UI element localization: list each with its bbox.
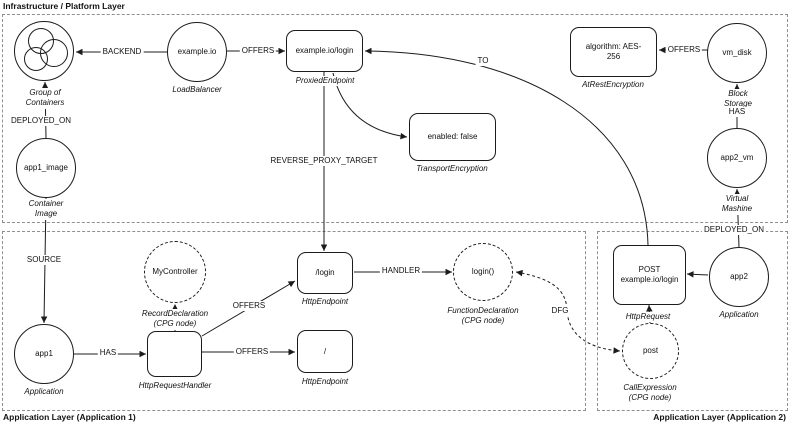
edge-label-has-handler: HAS (97, 348, 119, 358)
type-label-application1: Application (23, 387, 65, 398)
edge-label-backend: BACKEND (100, 47, 144, 57)
node-root-endpoint: / (297, 330, 353, 373)
edge-label-offers-disk: OFFERS (665, 45, 703, 55)
edge-label-to: TO (475, 56, 491, 66)
edge-dfg (515, 269, 621, 354)
type-label-virtual-machine: Virtual Mashine (720, 194, 754, 215)
type-label-application2: Application (718, 310, 760, 321)
layer-title-application1: Application Layer (Application 1) (1, 412, 138, 422)
edge-label-dfg: DFG (549, 306, 571, 316)
edge-label-offers-login: OFFERS (230, 301, 268, 311)
edge-label-handler: HANDLER (379, 266, 423, 276)
type-label-call-expression: CallExpression (CPG node) (622, 383, 678, 404)
edge-label-deployed-on-containers: DEPLOYED_ON (8, 116, 74, 126)
container-icon-3 (24, 47, 48, 71)
type-label-group-of-containers: Group of Containers (24, 88, 66, 109)
edge-label-offers-loadbalancer: OFFERS (239, 46, 277, 56)
node-vm-disk: vm_disk (707, 23, 767, 83)
node-app1: app1 (14, 324, 74, 384)
type-label-transport-encryption: TransportEncryption (415, 164, 489, 175)
node-post-call: post (622, 323, 679, 379)
node-post-request: POST example.io/login (613, 245, 686, 305)
node-app2: app2 (709, 247, 769, 307)
type-label-function-declaration: FunctionDeclaration (CPG node) (446, 306, 520, 327)
node-example-io-login: example.io/login (286, 30, 363, 72)
node-example-io: example.io (167, 22, 227, 82)
type-label-container-image: Container Image (27, 199, 65, 220)
edge-label-reverse-proxy-target: REVERSE_PROXY_TARGET (268, 156, 380, 166)
node-at-rest-encryption: algorithm: AES- 256 (570, 27, 657, 77)
type-label-record-declaration: RecordDeclaration (CPG node) (140, 309, 210, 330)
type-label-http-endpoint-login: HttpEndpoint (300, 297, 350, 308)
type-label-http-request: HttpRequest (624, 312, 672, 323)
edge-app2-request (686, 271, 709, 278)
edge-label-has-disk: HAS (726, 107, 748, 117)
node-app1-image: app1_image (16, 138, 76, 198)
node-my-controller: MyController (144, 241, 206, 303)
layer-title-infrastructure: Infrastructure / Platform Layer (1, 1, 127, 11)
layer-infrastructure-box (2, 14, 788, 223)
node-login-function: login() (453, 243, 513, 301)
type-label-at-rest-encryption: AtRestEncryption (581, 80, 645, 91)
type-label-http-request-handler: HttpRequestHandler (137, 381, 213, 392)
type-label-loadbalancer: LoadBalancer (171, 85, 223, 96)
node-app2-vm: app2_vm (707, 128, 767, 188)
type-label-http-endpoint-root: HttpEndpoint (300, 377, 350, 388)
node-group-of-containers (14, 21, 74, 81)
layer-title-application2: Application Layer (Application 2) (651, 412, 788, 422)
edge-to (364, 47, 649, 246)
edge-label-source: SOURCE (24, 255, 64, 265)
type-label-block-storage: Block Storage (712, 89, 764, 110)
type-label-proxied-endpoint: ProxiedEndpoint (294, 76, 356, 87)
edge-label-deployed-on-vm: DEPLOYED_ON (701, 225, 767, 235)
node-http-request-handler (147, 331, 202, 377)
edge-label-offers-root: OFFERS (233, 347, 271, 357)
node-login-endpoint: /login (297, 252, 353, 294)
node-transport-encryption: enabled: false (409, 113, 496, 161)
